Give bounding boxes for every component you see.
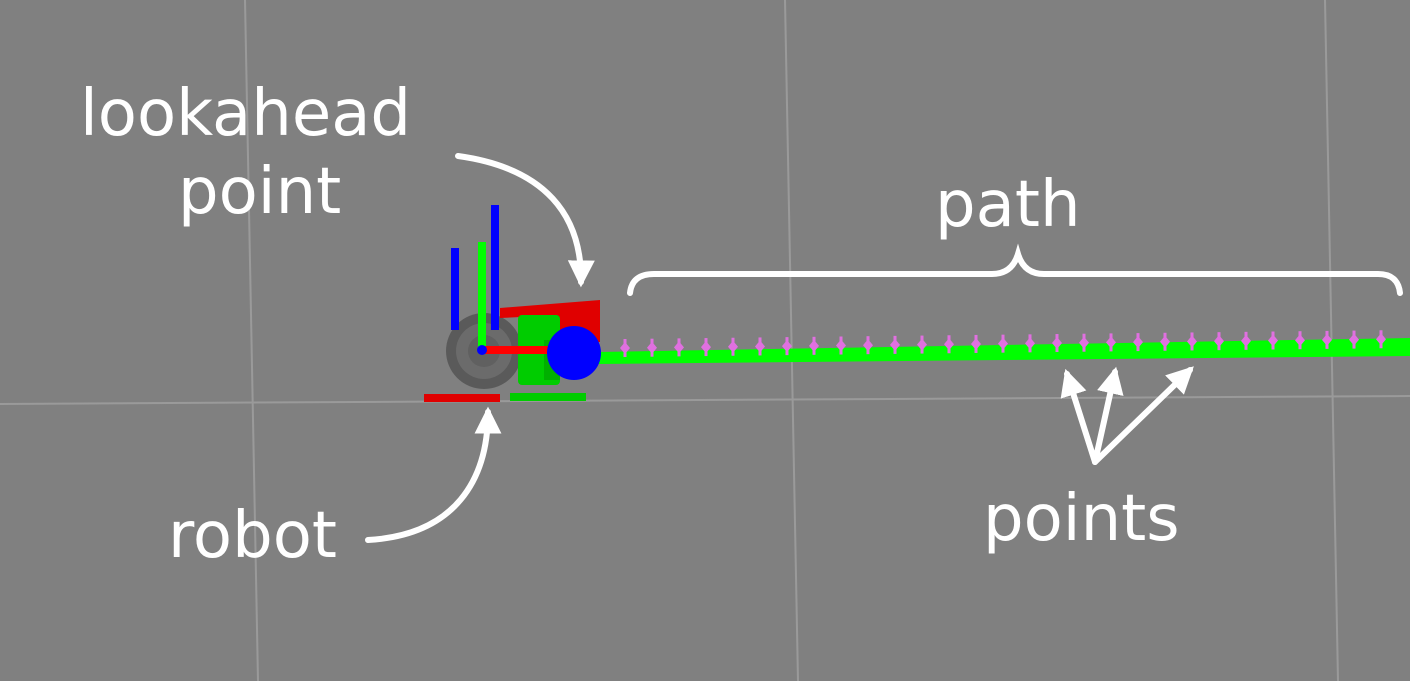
path-point-marker-icon bbox=[1052, 334, 1062, 353]
path-point-marker-icon bbox=[1079, 333, 1089, 352]
path-point-marker-icon bbox=[1160, 332, 1170, 351]
points-label: points bbox=[983, 482, 1180, 556]
axis-y bbox=[478, 242, 486, 350]
axis-z-front bbox=[491, 205, 499, 330]
points-arrow bbox=[1060, 368, 1098, 465]
lookahead-sphere-icon bbox=[547, 326, 601, 380]
path-point-marker-icon bbox=[1214, 332, 1224, 351]
path-point-marker-icon bbox=[998, 334, 1008, 353]
path bbox=[598, 330, 1410, 364]
grid-line bbox=[244, 0, 259, 681]
path-point-marker-icon bbox=[1106, 333, 1116, 352]
axis-z-rear bbox=[451, 248, 459, 330]
robot-label: robot bbox=[168, 499, 337, 573]
path-point-marker-icon bbox=[1268, 331, 1278, 350]
path-point-marker-icon bbox=[1376, 330, 1386, 349]
path-brace bbox=[627, 243, 1403, 296]
path-point-marker-icon bbox=[674, 338, 684, 357]
path-point-marker-icon bbox=[1187, 332, 1197, 351]
points-arrow bbox=[1092, 366, 1194, 465]
path-point-marker-icon bbox=[944, 335, 954, 354]
lookahead-arrow bbox=[455, 153, 595, 288]
path-point-marker-icon bbox=[1349, 330, 1359, 349]
path-point-marker-icon bbox=[620, 339, 630, 357]
grid-line bbox=[0, 395, 1410, 405]
path-points bbox=[620, 330, 1386, 357]
path-point-marker-icon bbox=[971, 334, 981, 353]
path-point-marker-icon bbox=[917, 335, 927, 354]
path-point-marker-icon bbox=[728, 337, 738, 356]
axis-x bbox=[484, 346, 568, 354]
axis-x-base bbox=[424, 394, 500, 402]
annotations bbox=[365, 153, 1403, 543]
path-point-marker-icon bbox=[836, 336, 846, 355]
robot-model-icon bbox=[424, 205, 601, 402]
lookahead-label-line1: lookahead bbox=[80, 77, 411, 151]
robot-arrow bbox=[365, 406, 502, 543]
path-point-marker-icon bbox=[809, 336, 819, 355]
lookahead-label-line2: point bbox=[178, 155, 341, 229]
path-point-marker-icon bbox=[1025, 334, 1035, 353]
path-point-marker-icon bbox=[1133, 333, 1143, 352]
path-label: path bbox=[935, 168, 1081, 242]
robot-origin bbox=[477, 345, 487, 355]
grid-line bbox=[784, 0, 799, 681]
path-point-marker-icon bbox=[890, 335, 900, 354]
path-point-marker-icon bbox=[1241, 331, 1251, 350]
path-point-marker-icon bbox=[755, 337, 765, 356]
path-point-marker-icon bbox=[701, 338, 711, 357]
path-point-marker-icon bbox=[782, 337, 792, 356]
path-point-marker-icon bbox=[863, 336, 873, 355]
points-arrow bbox=[1092, 366, 1124, 465]
path-point-marker-icon bbox=[647, 338, 657, 357]
path-point-marker-icon bbox=[1322, 330, 1332, 349]
axis-y-base bbox=[510, 393, 586, 401]
path-point-marker-icon bbox=[1295, 331, 1305, 350]
